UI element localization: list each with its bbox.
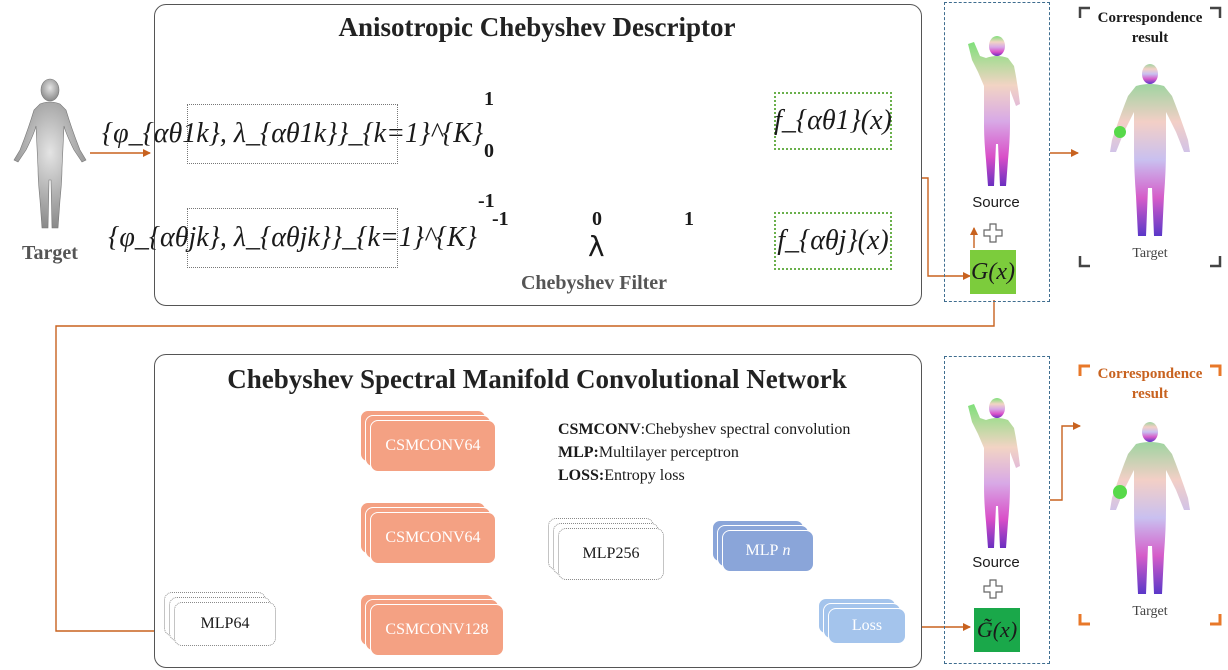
target-mesh-figure [13, 78, 87, 229]
result-title-bottom-line1: Correspondence [1097, 366, 1203, 382]
mlpn-node: MLP n [712, 520, 822, 580]
result-title-top-line2: result [1131, 30, 1169, 46]
eigen-input-1: {φ_{αθ1k}, λ_{αθ1k}}_{k=1}^{K} [101, 104, 484, 164]
mlp64-label: MLP64 [200, 615, 250, 632]
plot-xtick-left: -1 [492, 208, 509, 230]
csmconv64-node-2: CSMCONV64 [360, 502, 510, 572]
legend-text-loss: Entropy loss [604, 467, 685, 484]
eigen-input-1-label: {φ_{αθ1k}, λ_{αθ1k}}_{k=1}^{K} [101, 118, 484, 149]
plot-ytick-mid: 0 [484, 140, 494, 162]
legend-key-loss: LOSS: [558, 467, 605, 484]
csmconv64-label-2: CSMCONV64 [385, 529, 481, 546]
source-body-top [968, 36, 1020, 186]
mlp256-node: MLP256 [548, 518, 678, 584]
result-title-top: Correspondence result [1086, 8, 1214, 48]
legend-text-csmconv: :Chebyshev spectral convolution [640, 421, 851, 438]
plot-xtick-right: 1 [684, 208, 694, 230]
feature-1-label: f_{αθ1}(x) [774, 105, 892, 136]
csmconv128-label: CSMCONV128 [385, 621, 489, 638]
result-brackets-bottom [1078, 364, 1222, 626]
plus-sign-top [983, 223, 1003, 243]
mlpn-label-var: n [782, 542, 791, 559]
mlp256-label: MLP256 [582, 545, 640, 562]
descriptor-g-box: G(x) [970, 250, 1016, 294]
source-label-top: Source [972, 194, 1020, 211]
legend-key-mlp: MLP: [558, 444, 599, 461]
result-brackets-top [1078, 6, 1222, 268]
legend-key-csmconv: CSMCONV [558, 421, 641, 438]
plot-xtick-mid: 0 [592, 208, 602, 230]
feature-1: f_{αθ1}(x) [774, 92, 892, 150]
source-body-bottom [968, 398, 1020, 548]
source-label-bottom: Source [972, 554, 1020, 571]
network-legend: CSMCONV:Chebyshev spectral convolution M… [558, 418, 850, 487]
descriptor-panel-title: Anisotropic Chebyshev Descriptor [338, 12, 736, 42]
csmconv64-node-1: CSMCONV64 [360, 410, 510, 480]
legend-text-mlp: Multilayer perceptron [598, 444, 739, 461]
result-target-label-bottom: Target [1132, 604, 1168, 619]
source-box-bottom [944, 356, 1050, 664]
feature-j: f_{αθj}(x) [774, 212, 892, 270]
loss-node: Loss [818, 598, 918, 648]
network-panel-title: Chebyshev Spectral Manifold Convolutiona… [227, 364, 847, 394]
feature-j-label: f_{αθj}(x) [777, 225, 889, 256]
eigen-input-j-label: {φ_{αθjk}, λ_{αθjk}}_{k=1}^{K} [108, 222, 477, 253]
result-title-bottom: Correspondence result [1086, 364, 1214, 404]
plot-ytick-top: 1 [484, 88, 494, 110]
csmconv128-node: CSMCONV128 [360, 594, 510, 664]
loss-label: Loss [851, 617, 883, 634]
descriptor-g-tilde-box: G̃(x) [974, 608, 1020, 652]
target-label: Target [22, 242, 78, 264]
plot-ytick-bottom: -1 [478, 190, 495, 212]
result-target-label-top: Target [1132, 246, 1168, 261]
mlpn-label-text: MLP [745, 542, 779, 559]
mlp64-node: MLP64 [164, 592, 294, 658]
source-box-top [944, 2, 1050, 302]
csmconv64-label-1: CSMCONV64 [385, 437, 481, 454]
eigen-input-j: {φ_{αθjk}, λ_{αθjk}}_{k=1}^{K} [108, 208, 477, 268]
result-title-top-line1: Correspondence [1097, 10, 1203, 26]
result-title-bottom-line2: result [1131, 386, 1169, 402]
result-body-bottom [1110, 422, 1190, 594]
plus-sign-bottom [983, 579, 1003, 599]
plot-x-axis-label: λ [588, 230, 605, 263]
mlpn-label: MLP n [723, 531, 813, 571]
result-body-top [1110, 64, 1190, 236]
chebyshev-filter-label: Chebyshev Filter [520, 272, 668, 294]
network-panel [154, 354, 922, 668]
